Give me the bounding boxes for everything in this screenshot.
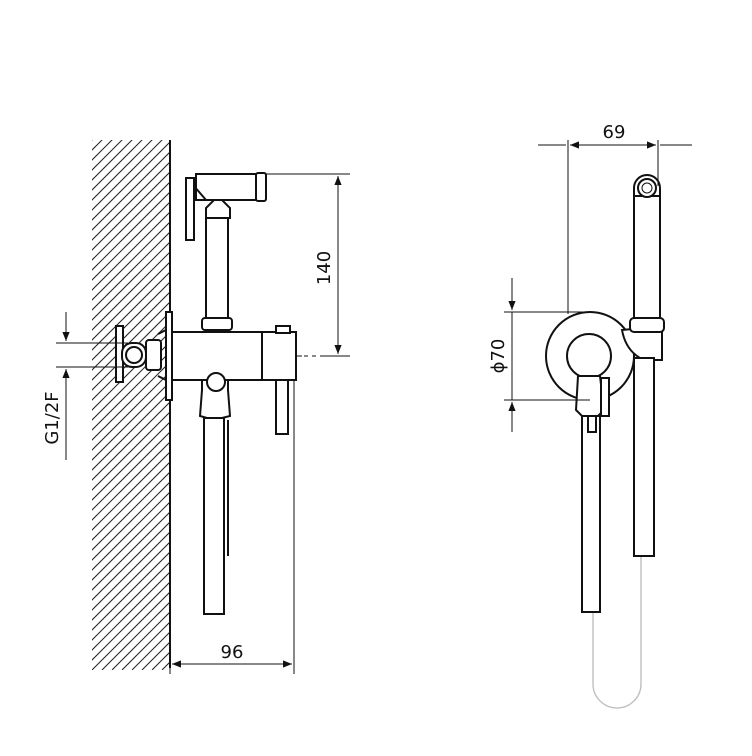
- hatch-line: [92, 431, 170, 511]
- hatch-line: [92, 521, 170, 601]
- hatch-line: [92, 191, 170, 271]
- hatch-line: [92, 181, 170, 261]
- hatch-line: [92, 471, 170, 551]
- hatch-line: [161, 661, 170, 670]
- hatch-line: [92, 231, 170, 311]
- shower-head: [185, 172, 267, 331]
- hatch-line: [92, 561, 170, 641]
- dimension-label-thread: G1/2F: [42, 391, 63, 444]
- hatch-line: [92, 491, 170, 571]
- hatch-line: [92, 351, 170, 431]
- hose-loop-ghost: [592, 556, 642, 709]
- hatch-line: [92, 391, 170, 471]
- hatch-line: [92, 551, 170, 631]
- side-view: 140 96 G1/2F: [0, 130, 712, 674]
- hatch-line: [92, 140, 153, 201]
- dimension-label-diameter: ϕ70: [488, 339, 509, 374]
- hatch-line: [92, 331, 170, 411]
- valve-knob: [566, 333, 612, 379]
- spray-nozzle-icon: [641, 182, 653, 194]
- valve-stem-front: [574, 375, 610, 613]
- hatch-line: [92, 171, 170, 251]
- hatch-line: [92, 361, 170, 441]
- hatch-line: [151, 651, 170, 670]
- dimension-96: 96: [169, 380, 295, 674]
- hatch-line: [92, 501, 170, 581]
- dimension-label-96: 96: [221, 642, 244, 663]
- dimension-69: 69: [538, 122, 692, 314]
- hatch-line: [92, 461, 170, 541]
- hatch-line: [92, 441, 170, 521]
- hatch-line: [92, 511, 170, 591]
- hatch-line: [92, 371, 170, 451]
- hatch-line: [92, 381, 170, 461]
- hatch-line: [92, 141, 170, 221]
- hatch-line: [0, 130, 82, 670]
- front-view: 69 ϕ70: [488, 122, 692, 709]
- hose: [198, 372, 232, 615]
- valve-lever: [275, 379, 289, 435]
- hatch-line: [92, 140, 143, 191]
- valve-body: [171, 325, 322, 381]
- dimension-diameter: ϕ70: [488, 278, 590, 432]
- hose-front: [633, 357, 655, 557]
- hatch-line: [92, 571, 170, 651]
- hatch-line: [92, 201, 170, 281]
- hatch-line: [172, 130, 712, 670]
- wall-hatching: [0, 130, 712, 670]
- hatch-line: [92, 140, 163, 211]
- hatch-line: [92, 341, 170, 421]
- dimension-label-140: 140: [314, 251, 335, 285]
- hatch-line: [92, 541, 170, 621]
- dimension-140: 140: [266, 173, 350, 357]
- hatch-line: [92, 531, 170, 611]
- hatch-line: [92, 211, 170, 291]
- dimension-label-69: 69: [603, 122, 626, 143]
- shower-head-front: [629, 174, 665, 333]
- holder-clamp: [620, 324, 663, 361]
- hatch-line: [92, 481, 170, 561]
- hatch-line: [92, 451, 170, 531]
- hatch-line: [92, 151, 170, 231]
- dimension-thread: G1/2F: [42, 312, 128, 460]
- hatch-line: [92, 161, 170, 241]
